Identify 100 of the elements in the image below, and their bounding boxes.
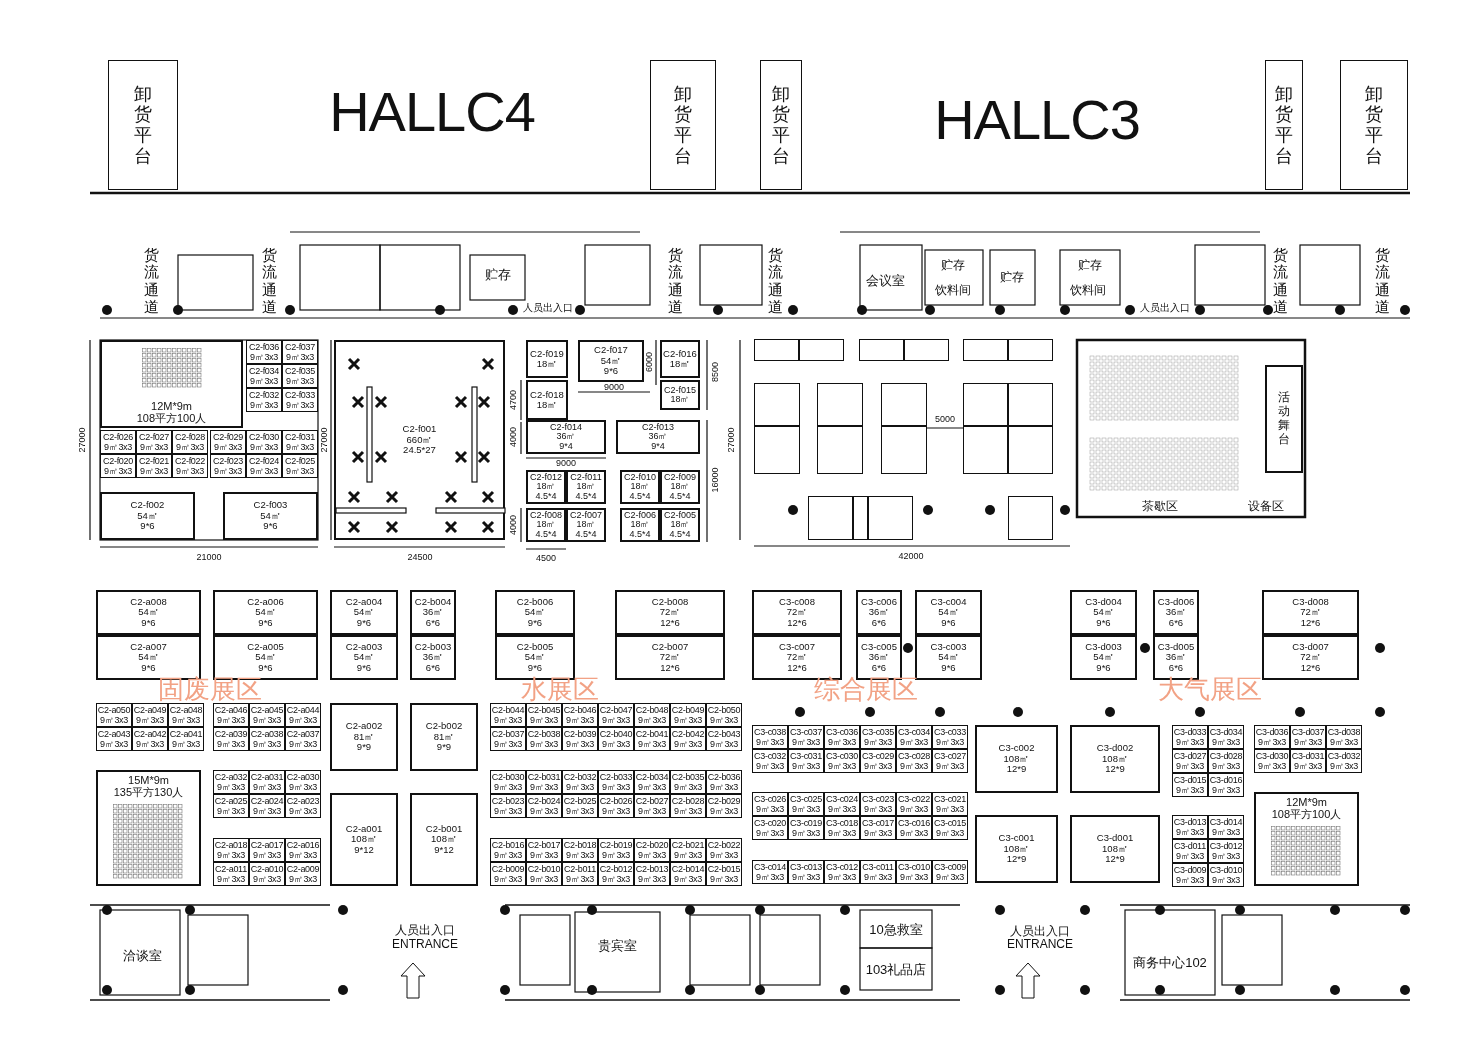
dock-label: 卸货平台 xyxy=(1274,83,1294,167)
booth-size: 3x3 xyxy=(652,782,666,792)
booth-size: 3x3 xyxy=(264,400,278,410)
room-label: 洽谈室 xyxy=(122,948,162,962)
booth-size: 3x3 xyxy=(1272,737,1286,747)
booth-area: 9㎡ xyxy=(828,828,842,838)
booth-area: 9㎡ xyxy=(136,739,150,749)
booth-number: C2-f034 xyxy=(248,366,280,376)
booth-box xyxy=(330,793,398,886)
booth-size: 3x3 xyxy=(1308,737,1322,747)
booth-box xyxy=(896,860,932,884)
booth-box xyxy=(752,792,788,816)
booth-box xyxy=(1254,725,1290,749)
booth-area: 36㎡ xyxy=(868,607,890,618)
booth-box xyxy=(1008,339,1053,361)
booth-area: 18㎡ xyxy=(536,520,556,530)
booth-size: 3x3 xyxy=(806,804,820,814)
booth-number: C3-c015 xyxy=(933,818,967,828)
booth-area: 54㎡ xyxy=(600,355,622,367)
booth-box xyxy=(752,816,788,840)
booth-box xyxy=(246,340,282,364)
booth-size: 3x3 xyxy=(267,806,281,816)
booth-box xyxy=(490,838,526,862)
booth-area: 54㎡ xyxy=(1093,652,1114,663)
booth-box xyxy=(932,725,968,749)
booth-number: C3-d013 xyxy=(1173,817,1207,827)
booth-box xyxy=(1070,815,1160,883)
booth-box xyxy=(136,430,172,454)
booth-number: C3-c032 xyxy=(753,751,787,761)
booth-box xyxy=(752,749,788,773)
booth-area: 9㎡ xyxy=(638,715,652,725)
booth-area: 108㎡ xyxy=(1003,753,1030,765)
room-label: 贮存 xyxy=(941,259,965,271)
booth-box xyxy=(1070,590,1137,635)
booth-size: 3x3 xyxy=(878,761,892,771)
booth-number: C2-a008 xyxy=(130,596,167,608)
booth-number: C3-c009 xyxy=(933,862,967,872)
booth-number: C2-b011 xyxy=(563,864,597,874)
booth-number: C2-f016 xyxy=(663,348,697,359)
booth-area: 9㎡ xyxy=(710,782,724,792)
booth-size: 3x3 xyxy=(806,872,820,882)
booth-box xyxy=(670,770,706,794)
booth-box xyxy=(853,496,868,540)
booth-area: 9㎡ xyxy=(566,715,580,725)
booth-box xyxy=(1172,725,1208,749)
booth-size: 3x3 xyxy=(267,739,281,749)
booth-size: 3x3 xyxy=(544,850,558,860)
booth-area: 9㎡ xyxy=(530,806,544,816)
booth-size: 3x3 xyxy=(508,739,522,749)
booth-area: 9㎡ xyxy=(900,828,914,838)
booth-area: 9㎡ xyxy=(792,828,806,838)
booth-box xyxy=(1262,590,1359,635)
booth-box xyxy=(330,703,398,771)
booth-box xyxy=(249,838,285,862)
booth-number: C3-d015 xyxy=(1173,775,1207,785)
booth-number: C2-f035 xyxy=(284,366,316,376)
passage-label: 货流通道 xyxy=(262,245,278,315)
booth-box xyxy=(1172,815,1208,839)
booth-size: 9*6 xyxy=(356,617,372,629)
booth-size: 3x3 xyxy=(580,806,594,816)
booth-box xyxy=(249,794,285,818)
booth-number: C2-b044 xyxy=(491,705,525,715)
booth-size: 12*9 xyxy=(1006,854,1027,865)
room-capacity: 108平方100人 xyxy=(136,411,207,424)
booth-box xyxy=(963,383,1008,426)
booth-box xyxy=(526,727,562,751)
booth-number: C2-a005 xyxy=(247,641,284,653)
booth-box xyxy=(620,470,660,504)
booth-size: 3x3 xyxy=(508,782,522,792)
booth-number: C3-d012 xyxy=(1209,841,1243,851)
hall-title: HALLC4 xyxy=(329,84,535,140)
booth-box xyxy=(868,496,913,540)
booth-box xyxy=(915,590,982,635)
booth-size: 3x3 xyxy=(652,874,666,884)
booth-number: C2-b009 xyxy=(491,864,525,874)
booth-number: C2-b039 xyxy=(563,729,597,739)
booth-size: 3x3 xyxy=(114,715,128,725)
booth-size: 3x3 xyxy=(303,806,317,816)
booth-box xyxy=(285,703,321,727)
booth-area: 72㎡ xyxy=(659,607,681,618)
booth-number: C2-a032 xyxy=(214,772,248,782)
booth-box xyxy=(246,454,282,478)
booth-number: C3-c013 xyxy=(789,862,823,872)
booth-area: 72㎡ xyxy=(659,652,681,663)
booth-area: 54㎡ xyxy=(138,607,159,618)
booth-size: 9*6 xyxy=(140,521,155,532)
booth-size: 3x3 xyxy=(231,874,245,884)
booth-size: 3x3 xyxy=(770,804,784,814)
dock-label: 卸货平台 xyxy=(133,83,153,167)
booth-number: C2-a003 xyxy=(345,641,383,653)
booth-size: 9*6 xyxy=(141,617,156,629)
booth-box xyxy=(282,430,318,454)
booth-size: 3x3 xyxy=(264,442,278,452)
booth-size: 3x3 xyxy=(580,850,594,860)
booth-area: 9㎡ xyxy=(104,466,118,476)
booth-size: 3x3 xyxy=(688,806,702,816)
booth-number: C3-d001 xyxy=(1096,833,1134,844)
booth-number: C2-b033 xyxy=(599,772,633,782)
booth-number: C3-d004 xyxy=(1085,596,1122,608)
booth-box xyxy=(754,339,799,361)
